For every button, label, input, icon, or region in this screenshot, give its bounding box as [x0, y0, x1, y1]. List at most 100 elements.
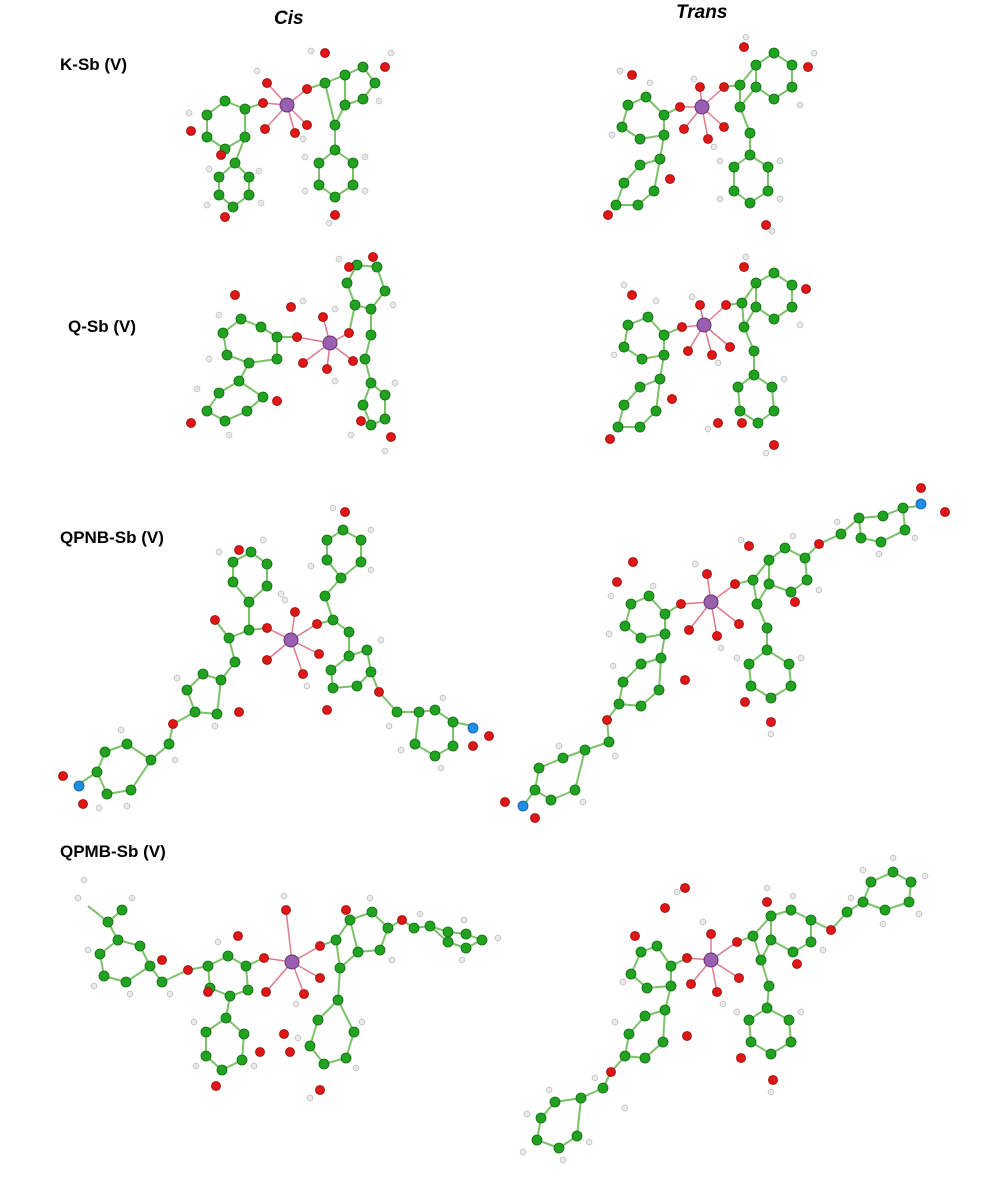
carbon-atom [659, 608, 671, 620]
oxygen-atom [315, 973, 325, 983]
hydrogen-atom [767, 730, 775, 738]
carbon-atom [219, 415, 231, 427]
hydrogen-atom [585, 1138, 593, 1146]
hydrogen-atom [690, 75, 698, 83]
carbon-atom [379, 389, 391, 401]
carbon-atom [643, 590, 655, 602]
carbon-atom [408, 922, 420, 934]
carbon-atom [163, 738, 175, 750]
hydrogen-atom [361, 187, 369, 195]
carbon-atom [762, 161, 774, 173]
hydrogen-atom [277, 590, 285, 598]
carbon-atom [632, 199, 644, 211]
hydrogen-atom [74, 894, 82, 902]
carbon-atom [634, 133, 646, 145]
hydrogen-atom [203, 201, 211, 209]
oxygen-atom [790, 597, 800, 607]
q-sb-cis-structure [186, 252, 399, 455]
oxygen-atom [680, 883, 690, 893]
hydrogen-atom [352, 1064, 360, 1072]
hydrogen-atom [325, 219, 333, 227]
oxygen-atom [298, 669, 308, 679]
carbon-atom [745, 680, 757, 692]
hydrogen-atom [253, 67, 261, 75]
carbon-atom [875, 536, 887, 548]
oxygen-atom [826, 925, 836, 935]
antimony-atom [322, 335, 338, 351]
oxygen-atom [606, 1067, 616, 1077]
carbon-atom [533, 762, 545, 774]
carbon-atom [785, 586, 797, 598]
qpnb-sb-trans-structure [500, 483, 950, 823]
hydrogen-atom [192, 1062, 200, 1070]
oxygen-atom [302, 84, 312, 94]
hydrogen-atom [780, 375, 788, 383]
hydrogen-atom [303, 682, 311, 690]
carbon-atom [887, 866, 899, 878]
carbon-atom [786, 301, 798, 313]
hydrogen-atom [889, 854, 897, 862]
carbon-atom [235, 313, 247, 325]
carbon-atom [763, 578, 775, 590]
hydrogen-atom [519, 1148, 527, 1156]
carbon-atom [799, 552, 811, 564]
oxygen-atom [683, 346, 693, 356]
oxygen-atom [695, 82, 705, 92]
hydrogen-atom [301, 187, 309, 195]
carbon-atom [743, 1014, 755, 1026]
carbon-atom [197, 668, 209, 680]
qpmb-sb-cis-structure [74, 876, 502, 1102]
hydrogen-atom [704, 425, 712, 433]
hydrogen-atom [789, 532, 797, 540]
oxygen-atom [285, 1047, 295, 1057]
oxygen-atom [168, 719, 178, 729]
oxygen-atom [740, 697, 750, 707]
carbon-atom [181, 684, 193, 696]
carbon-atom [357, 93, 369, 105]
carbon-atom [447, 716, 459, 728]
hydrogen-atom [358, 1018, 366, 1026]
carbon-atom [340, 1052, 352, 1064]
carbon-atom [634, 159, 646, 171]
oxygen-atom [262, 623, 272, 633]
hydrogen-atom [294, 1034, 302, 1042]
carbon-atom [369, 77, 381, 89]
oxygen-atom [695, 300, 705, 310]
oxygen-atom [719, 82, 729, 92]
hydrogen-atom [460, 916, 468, 924]
oxygen-atom [766, 717, 776, 727]
hydrogen-atom [776, 157, 784, 165]
oxygen-atom [676, 599, 686, 609]
carbon-atom [239, 103, 251, 115]
carbon-atom [365, 329, 377, 341]
hydrogen-atom [225, 431, 233, 439]
hydrogen-atom [299, 297, 307, 305]
oxygen-atom [803, 62, 813, 72]
carbon-atom [613, 698, 625, 710]
carbon-atom [571, 1130, 583, 1142]
carbon-atom [366, 906, 378, 918]
oxygen-atom [286, 302, 296, 312]
hydrogen-atom [796, 321, 804, 329]
oxygen-atom [255, 1047, 265, 1057]
hydrogen-atom [796, 101, 804, 109]
carbon-atom [557, 752, 569, 764]
carbon-atom [255, 321, 267, 333]
oxygen-atom [262, 78, 272, 88]
carbon-atom [365, 377, 377, 389]
covalent-bond [216, 679, 222, 715]
carbon-atom [460, 928, 472, 940]
hydrogen-atom [375, 97, 383, 105]
oxygen-atom [58, 771, 68, 781]
carbon-atom [905, 876, 917, 888]
carbon-atom [785, 680, 797, 692]
carbon-atom [642, 311, 654, 323]
carbon-atom [748, 345, 760, 357]
oxygen-atom [762, 897, 772, 907]
carbon-atom [785, 1036, 797, 1048]
carbon-atom [648, 185, 660, 197]
carbon-atom [877, 510, 889, 522]
carbon-atom [242, 984, 254, 996]
hydrogen-atom [591, 1074, 599, 1082]
hydrogen-atom [80, 876, 88, 884]
